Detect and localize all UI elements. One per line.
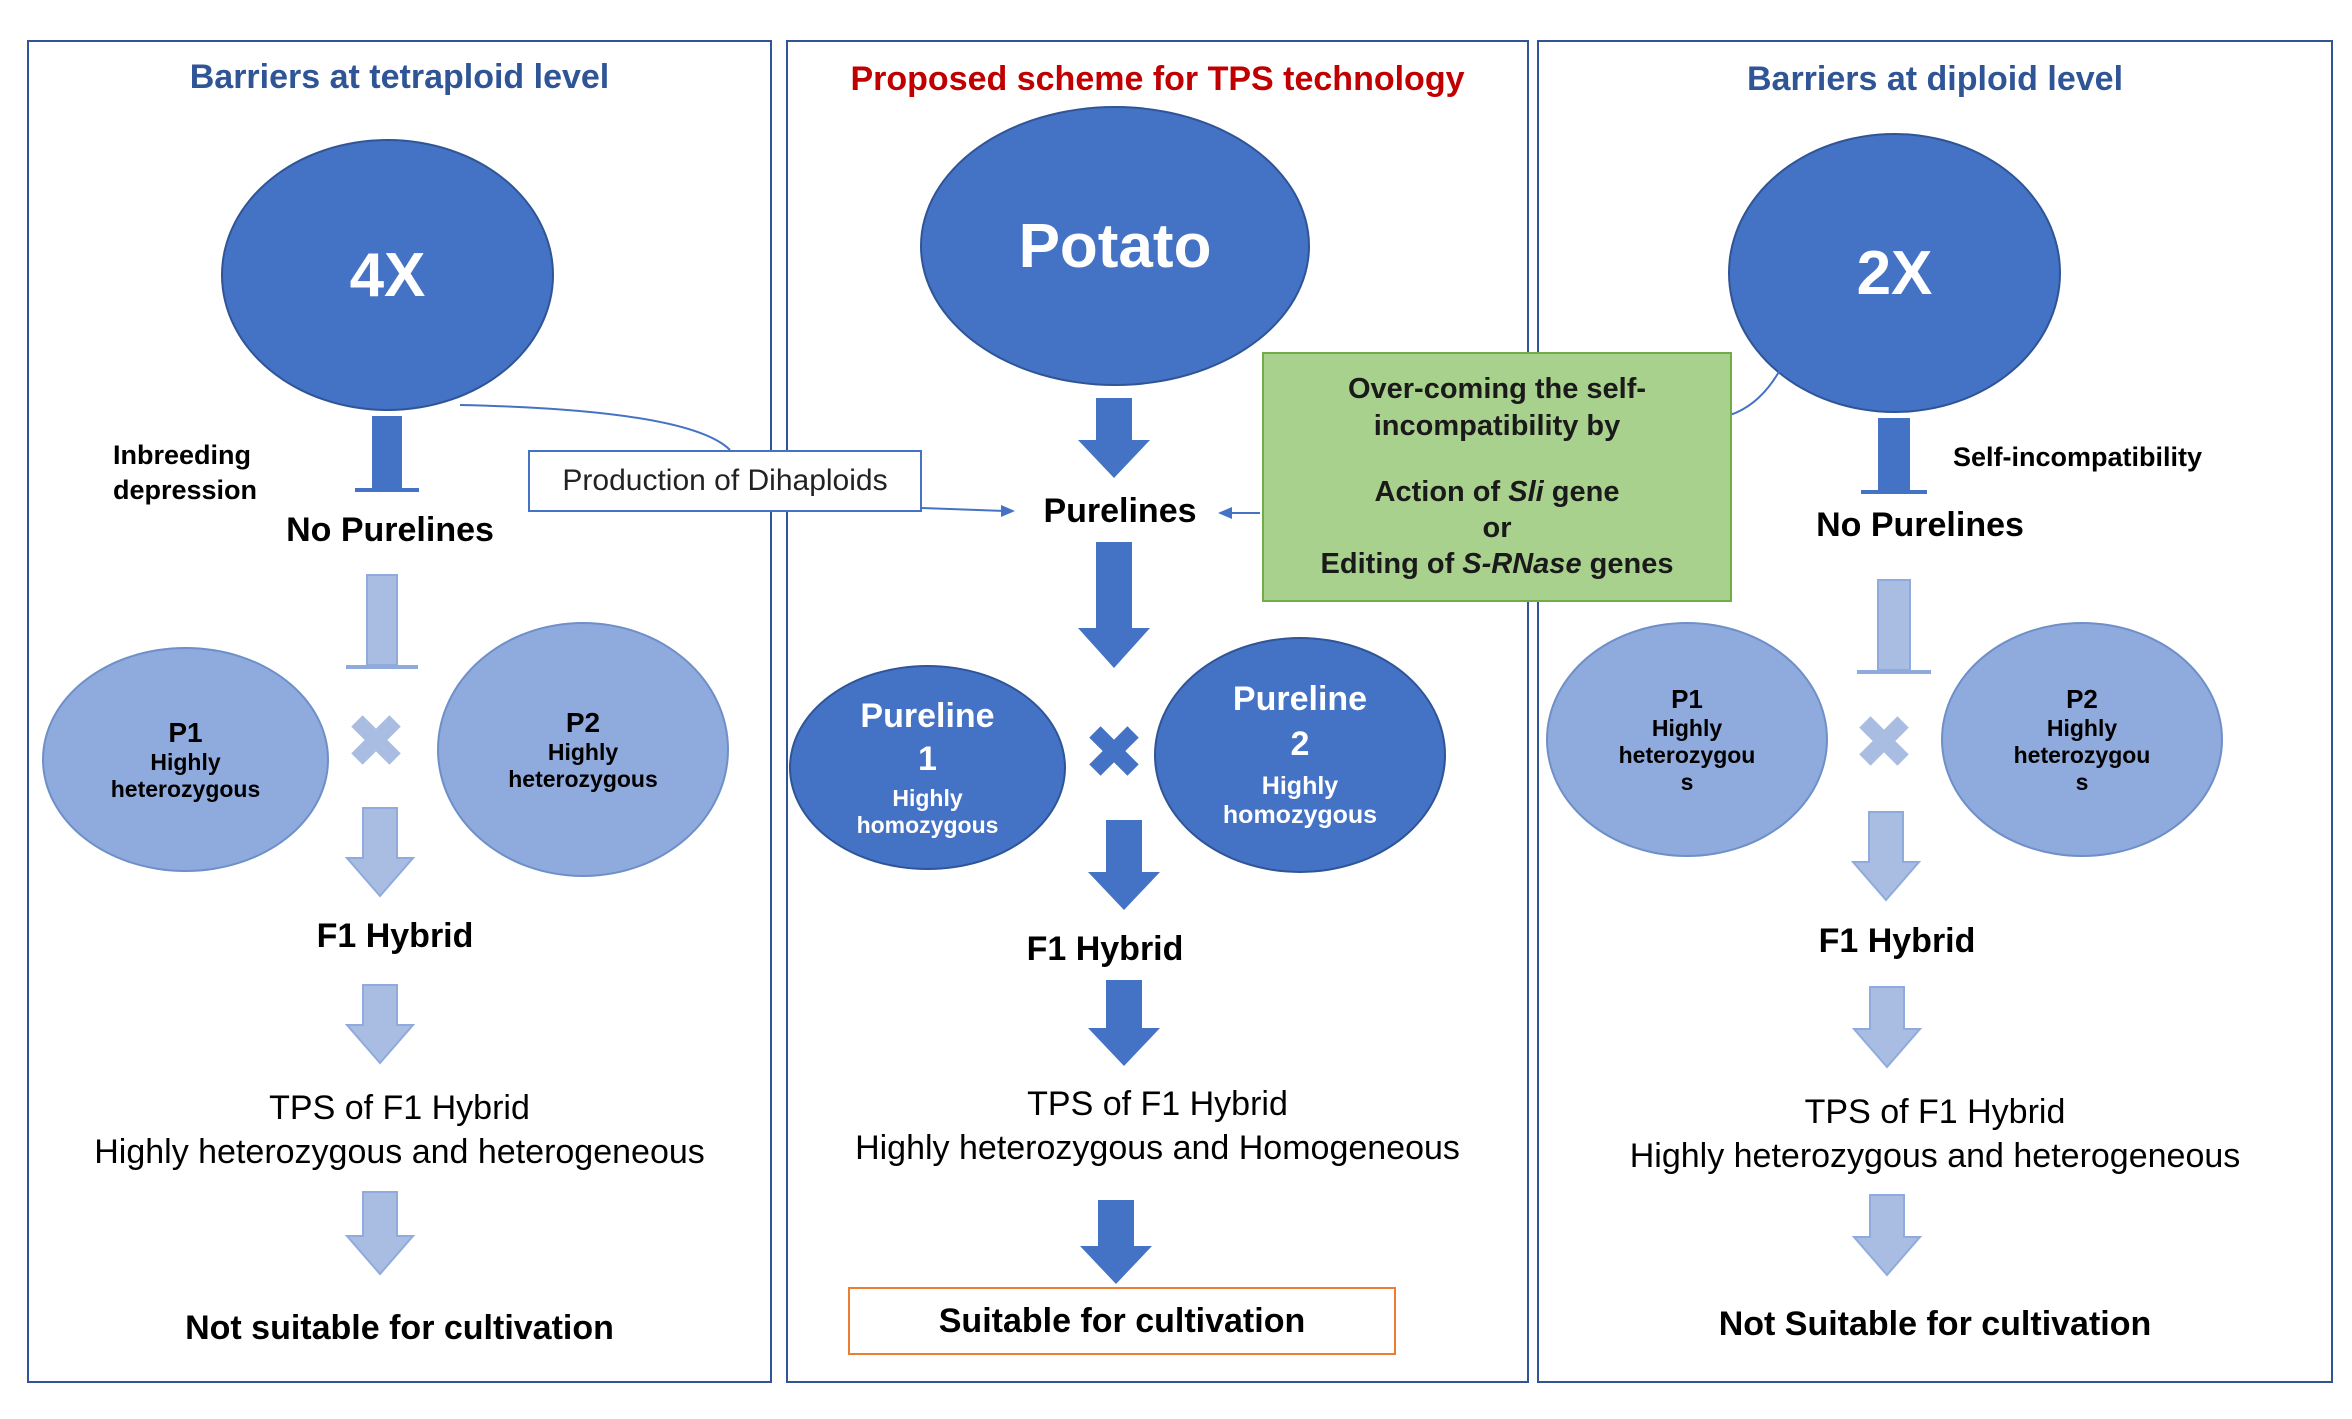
no-purelines-tetraploid: No Purelines <box>286 511 494 549</box>
tps-line2-tetraploid: Highly heterozygous and heterogeneous <box>94 1132 705 1171</box>
inhibition-bar-diploid <box>1861 418 1927 494</box>
pureline-1-desc-line1: Highly <box>892 784 963 811</box>
tps-text-tetraploid: TPS of F1 Hybrid Highly heterozygous and… <box>27 1087 772 1174</box>
arrow-down-icon-center-1 <box>1078 398 1150 478</box>
arrowhead-dihaploids-purelines <box>1001 505 1015 517</box>
result-not-suitable-diploid: Not Suitable for cultivation <box>1718 1305 2152 1343</box>
green-box-line5: Editing of S-RNase genes <box>1320 548 1674 581</box>
p2-desc-line1: Highly <box>547 738 619 765</box>
p1-diploid-desc-line2: heterozygou <box>1618 741 1756 768</box>
self-incompatibility-label: Self-incompatibility <box>1953 442 2203 472</box>
p2-diploid-desc-line3: s <box>2075 768 2089 795</box>
f1-hybrid-center: F1 Hybrid <box>1026 930 1184 968</box>
arrow-down-icon-tetraploid-3 <box>344 1191 416 1276</box>
potato-circle: Potato <box>920 106 1310 386</box>
line-dihaploids-to-purelines <box>921 507 1006 512</box>
p2-desc-line2: heterozygous <box>508 765 658 792</box>
diploid-title: Barriers at diploid level <box>1746 60 2124 98</box>
cross-icon-tetraploid <box>351 715 401 765</box>
parent-p2-diploid: P2 Highly heterozygou s <box>1941 622 2223 857</box>
no-purelines-diploid: No Purelines <box>1816 506 2024 544</box>
parent-p2-tetraploid: P2 Highly heterozygous <box>437 622 729 877</box>
tps-text-center: TPS of F1 Hybrid Highly heterozygous and… <box>786 1083 1529 1170</box>
pureline-1-desc-line2: homozygous <box>856 811 999 838</box>
pureline-1-title: Pureline <box>860 696 995 735</box>
pureline-2-number: 2 <box>1290 725 1310 763</box>
f1-hybrid-tetraploid: F1 Hybrid <box>316 917 474 955</box>
line-2x-to-greenbox <box>1729 369 1781 416</box>
tetraploid-circle: 4X <box>221 139 554 411</box>
p1-diploid-title: P1 <box>1671 683 1703 714</box>
p1-diploid-desc-line3: s <box>1680 768 1694 795</box>
pureline-2-title: Pureline <box>1232 680 1368 718</box>
parent-p1-tetraploid: P1 Highly heterozygous <box>42 647 329 872</box>
arrow-down-icon-diploid-2 <box>1851 986 1923 1069</box>
diploid-circle: 2X <box>1728 133 2061 413</box>
inbreeding-depression-label: Inbreeding depression <box>113 438 257 508</box>
arrow-down-icon-center-5 <box>1080 1200 1152 1284</box>
tps-line1-diploid: TPS of F1 Hybrid <box>1804 1093 2066 1131</box>
arrow-down-icon-center-2 <box>1078 542 1150 668</box>
result-not-suitable-tetraploid: Not suitable for cultivation <box>185 1309 614 1347</box>
tps-line2-diploid: Highly heterozygous and heterogeneous <box>1629 1136 2241 1175</box>
dihaploid-production-box: Production of Dihaploids <box>528 450 922 512</box>
potato-circle-label: Potato <box>1018 211 1212 281</box>
green-box-line4: or <box>1482 512 1512 545</box>
cross-icon-center <box>1089 726 1139 776</box>
pureline-2-circle: Pureline 2 Highly homozygous <box>1154 637 1446 873</box>
result-suitable-box: Suitable for cultivation <box>848 1287 1396 1355</box>
inhibition-bar-tetraploid <box>355 416 419 492</box>
arrow-down-icon-center-4 <box>1088 980 1160 1066</box>
p1-desc-line2: heterozygous <box>110 775 261 802</box>
p1-diploid-desc-line1: Highly <box>1651 714 1723 741</box>
self-incompatibility-solution-box: Over-coming the self- incompatibility by… <box>1262 352 1732 602</box>
dihaploid-production-label: Production of Dihaploids <box>562 464 888 497</box>
p2-diploid-desc-line1: Highly <box>2046 714 2118 741</box>
p1-title: P1 <box>168 716 203 748</box>
f1-hybrid-diploid: F1 Hybrid <box>1818 922 1976 960</box>
proposed-scheme-title: Proposed scheme for TPS technology <box>850 60 1465 98</box>
pale-inhibition-bar-tetraploid <box>346 574 418 669</box>
tetraploid-circle-label: 4X <box>349 240 426 310</box>
arrow-down-icon-diploid-3 <box>1851 1194 1923 1277</box>
pureline-1-number: 1 <box>918 739 937 778</box>
green-box-line2: incompatibility by <box>1373 409 1621 442</box>
p2-diploid-title: P2 <box>2066 683 2098 714</box>
tps-line1-center: TPS of F1 Hybrid <box>1027 1085 1288 1123</box>
arrow-down-icon-tetraploid-1 <box>344 807 416 898</box>
p2-diploid-desc-line2: heterozygou <box>2013 741 2151 768</box>
pureline-2-desc-line2: homozygous <box>1222 801 1378 829</box>
inbreeding-label-line1: Inbreeding <box>113 440 252 470</box>
arrowhead-greenbox-purelines <box>1218 507 1232 519</box>
p2-title: P2 <box>565 706 601 738</box>
green-box-line1: Over-coming the self- <box>1347 373 1647 406</box>
arrow-down-icon-tetraploid-2 <box>344 984 416 1065</box>
pureline-1-circle: Pureline 1 Highly homozygous <box>789 665 1066 870</box>
arrow-down-icon-center-3 <box>1088 820 1160 910</box>
pale-inhibition-bar-diploid <box>1857 579 1931 674</box>
parent-p1-diploid: P1 Highly heterozygou s <box>1546 622 1828 857</box>
cross-icon-diploid <box>1859 716 1909 766</box>
line-4x-to-dihaploids <box>459 404 731 451</box>
tps-line2-center: Highly heterozygous and Homogeneous <box>855 1128 1460 1167</box>
tps-line1-tetraploid: TPS of F1 Hybrid <box>269 1089 530 1127</box>
diploid-circle-label: 2X <box>1856 238 1933 308</box>
tps-text-diploid: TPS of F1 Hybrid Highly heterozygous and… <box>1537 1091 2333 1178</box>
result-suitable-label: Suitable for cultivation <box>938 1301 1306 1340</box>
green-box-line3: Action of Sli gene <box>1374 475 1620 508</box>
pureline-2-desc-line1: Highly <box>1261 772 1339 800</box>
purelines-center: Purelines <box>1043 492 1197 530</box>
p1-desc-line1: Highly <box>150 748 221 775</box>
arrow-down-icon-diploid-1 <box>1850 811 1922 902</box>
tetraploid-title: Barriers at tetraploid level <box>189 58 610 96</box>
inbreeding-label-line2: depression <box>113 475 258 506</box>
